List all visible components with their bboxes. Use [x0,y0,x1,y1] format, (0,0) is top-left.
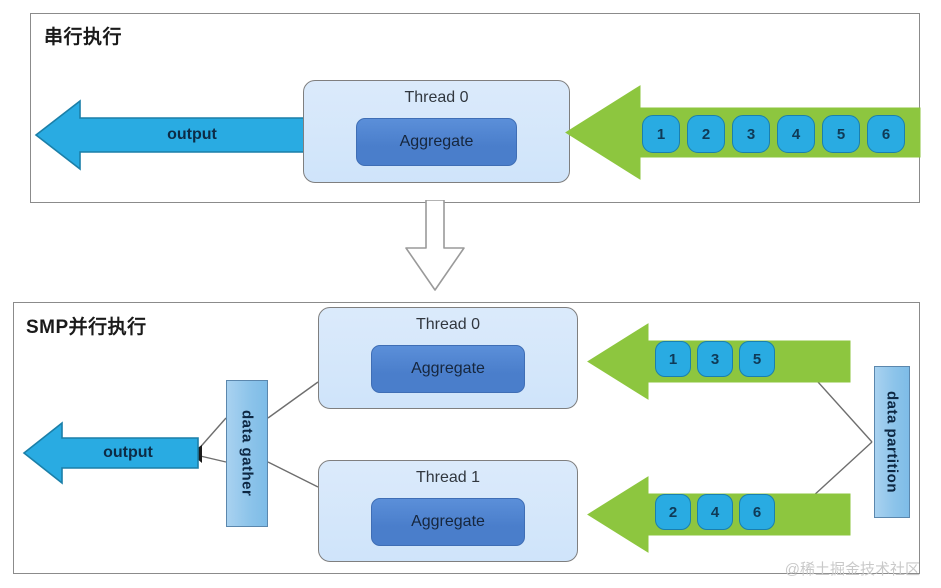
badge-item: 5 [822,115,860,153]
thread-box-smp-1[interactable]: Thread 1 Aggregate [318,460,578,562]
watermark: @稀土掘金技术社区 [784,561,920,578]
input-badges-serial: 1 2 3 4 5 6 [642,115,905,153]
badge-item: 4 [777,115,815,153]
output-arrow-serial: output [34,99,309,171]
input-badges-smp-0: 1 3 5 [655,341,775,377]
transition-down-arrow-icon [404,200,466,292]
badge-item: 3 [732,115,770,153]
data-partition-node[interactable]: data partition [874,366,910,518]
thread-label: Thread 0 [404,89,469,106]
output-arrow-smp: output [22,421,199,485]
badge-item: 6 [739,494,775,530]
data-gather-node[interactable]: data gather [226,380,268,527]
aggregate-node[interactable]: Aggregate [371,498,525,546]
thread-label: Thread 1 [415,469,481,486]
data-gather-label: data gather [238,410,256,497]
badge-item: 4 [697,494,733,530]
badge-item: 5 [739,341,775,377]
thread-box-smp-0[interactable]: Thread 0 Aggregate [318,307,578,409]
badge-item: 2 [687,115,725,153]
aggregate-node[interactable]: Aggregate [356,118,517,166]
input-badges-smp-1: 2 4 6 [655,494,775,530]
badge-item: 1 [642,115,680,153]
badge-item: 6 [867,115,905,153]
aggregate-node[interactable]: Aggregate [371,345,525,393]
thread-label: Thread 0 [415,316,481,333]
badge-item: 2 [655,494,691,530]
badge-item: 3 [697,341,733,377]
panel-smp-title: SMP并行执行 [26,317,147,338]
badge-item: 1 [655,341,691,377]
thread-box-serial-0[interactable]: Thread 0 Aggregate [303,80,570,183]
data-partition-label: data partition [883,390,901,493]
panel-serial-title: 串行执行 [44,27,123,48]
